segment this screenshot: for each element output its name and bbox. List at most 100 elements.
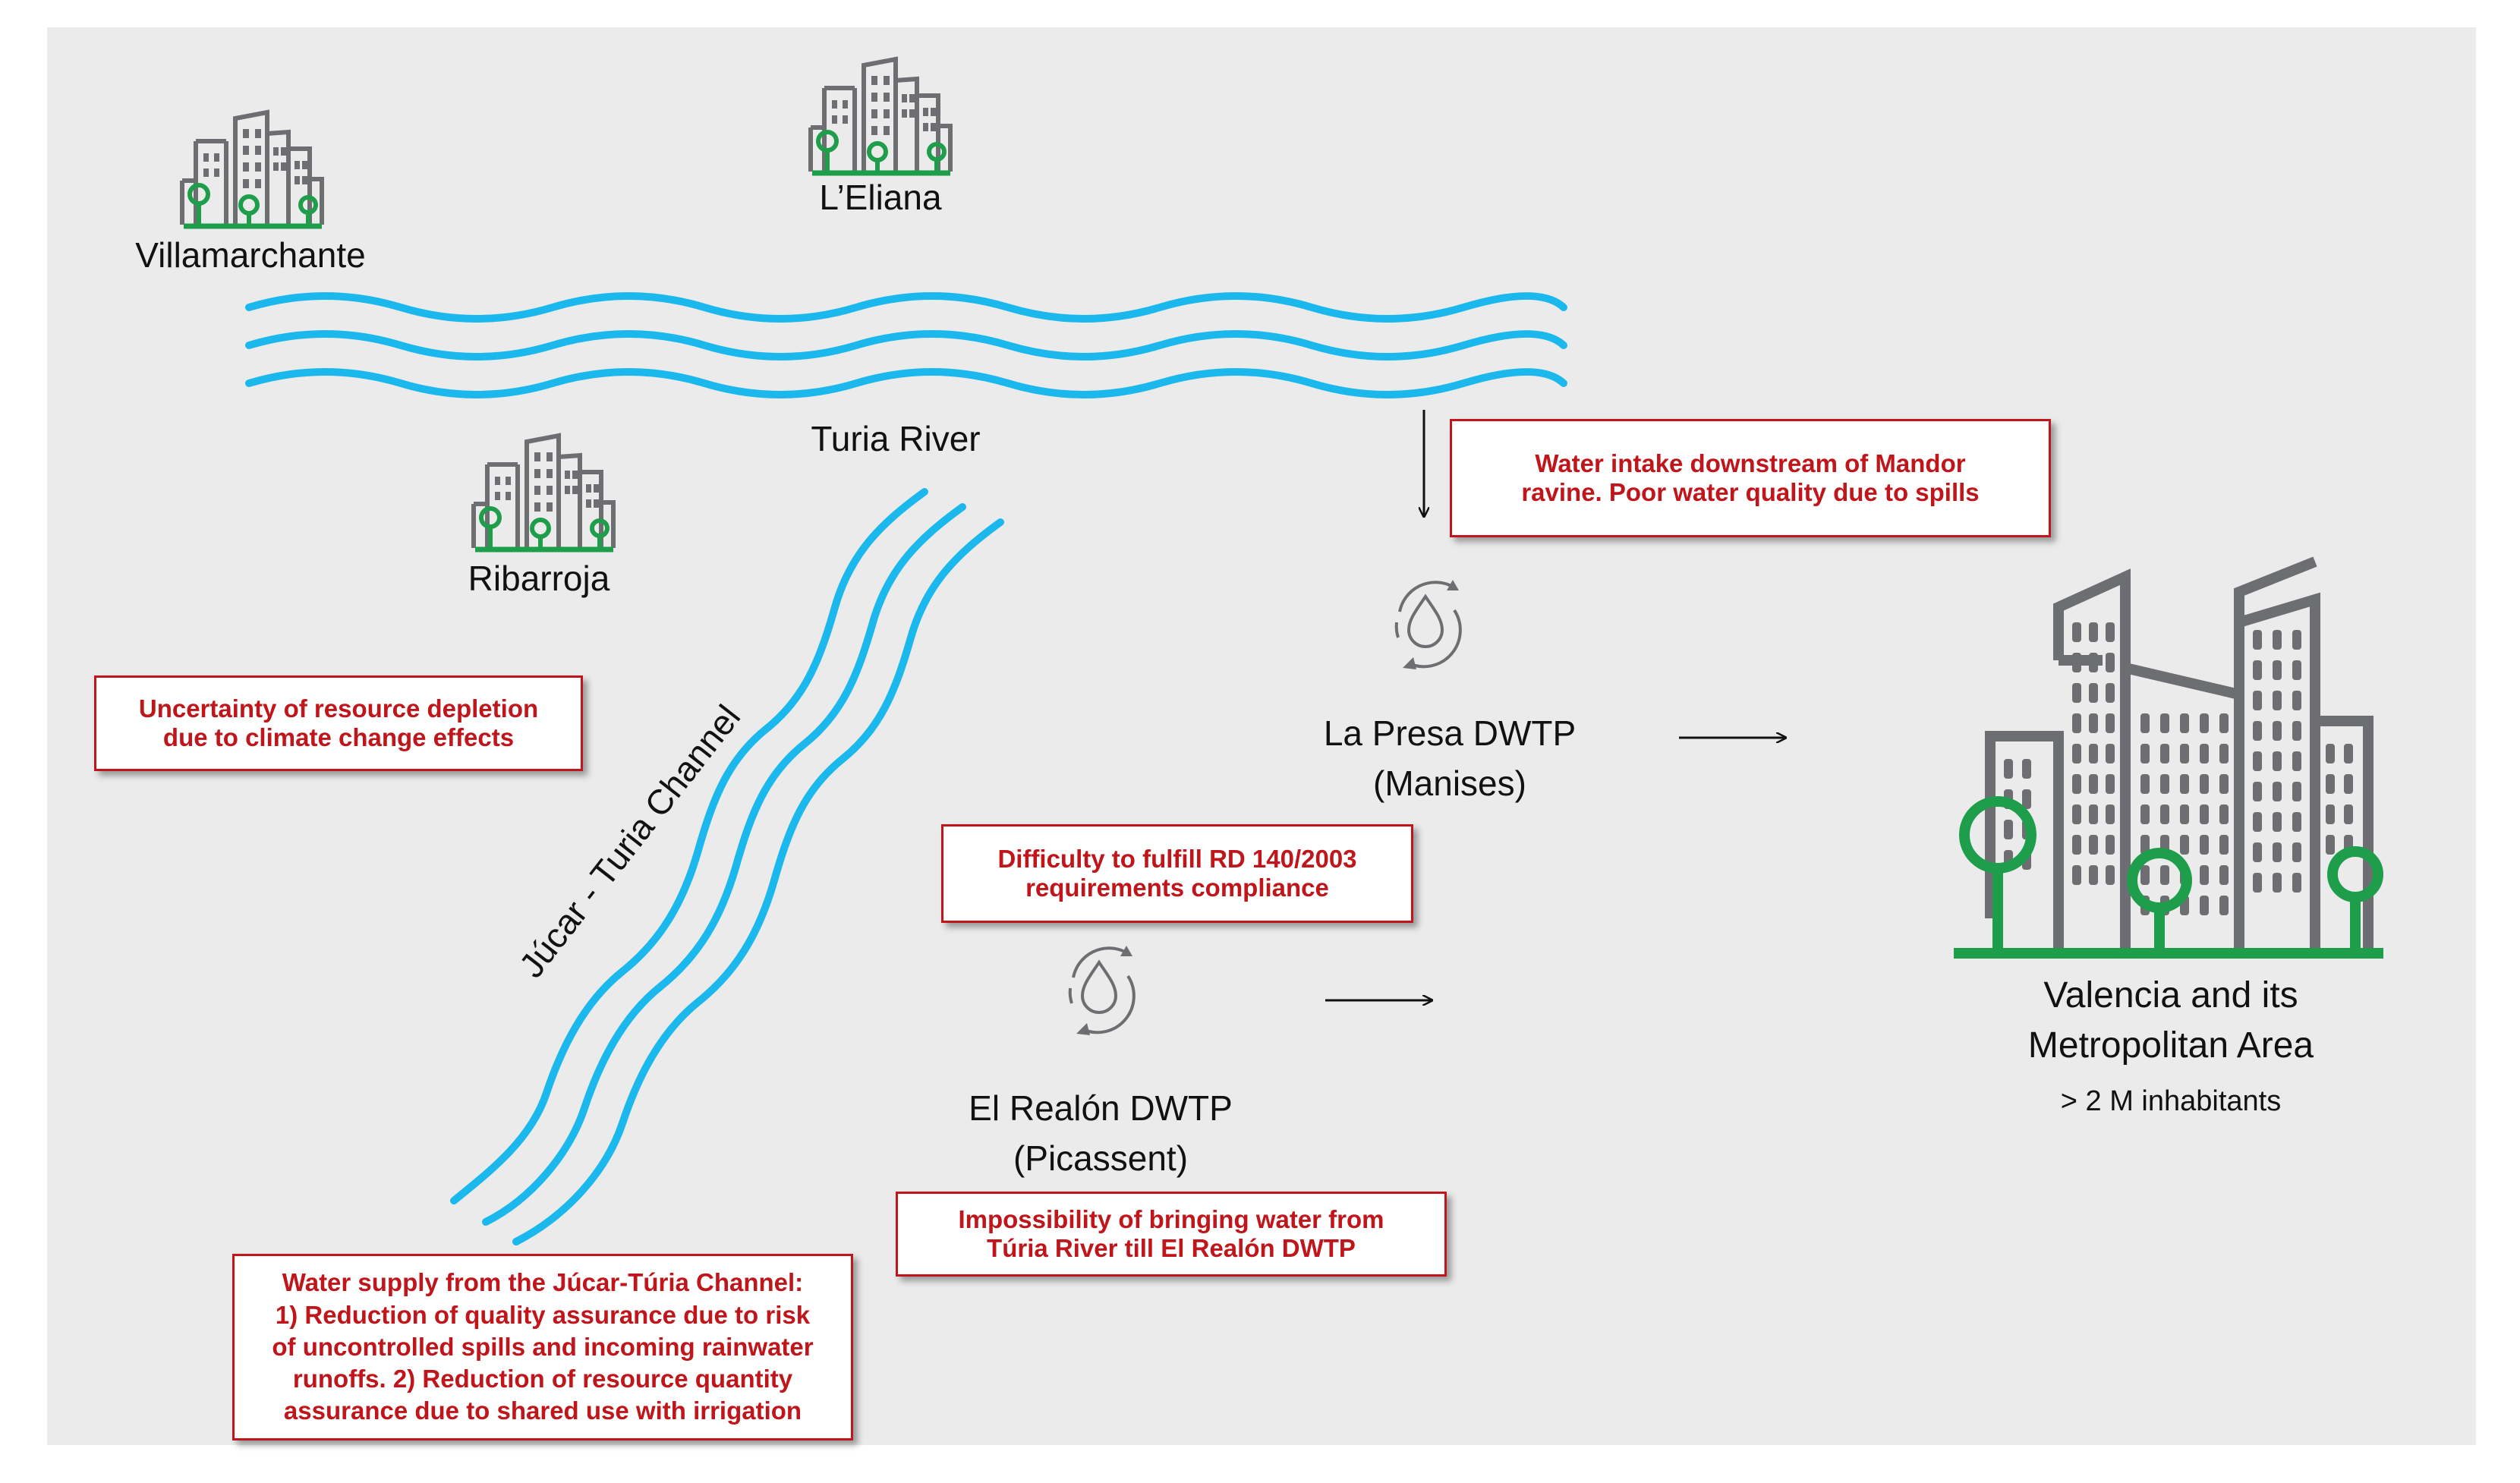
building-window [2273, 660, 2282, 680]
building-window [2022, 789, 2031, 809]
building-window [2273, 630, 2282, 650]
building-window [2140, 835, 2150, 855]
building-window [2200, 835, 2209, 855]
building-window [2253, 842, 2262, 862]
building-window [2273, 782, 2282, 801]
building-window [2106, 865, 2115, 885]
building-window [2160, 774, 2169, 794]
building-window [2106, 804, 2115, 824]
building-window [2140, 865, 2150, 885]
label-valencia-line1: Valencia and its [2043, 975, 2298, 1015]
building-window [2253, 691, 2262, 710]
building-window [2292, 812, 2301, 832]
building-window [2292, 782, 2301, 801]
building-window [2089, 713, 2098, 733]
building-window [2326, 804, 2335, 824]
building-window [2180, 835, 2189, 855]
building-window [2326, 835, 2335, 855]
building-window [2089, 804, 2098, 824]
building-window [2072, 774, 2081, 794]
building-window [2140, 713, 2150, 733]
label-leliana: L’Eliana [819, 178, 942, 217]
issue-box-rd-compliance: Difficulty to fulfill RD 140/2003 requir… [941, 824, 1413, 923]
building-window [2089, 744, 2098, 764]
label-valencia-population: > 2 M inhabitants [2060, 1085, 2282, 1117]
label-la-presa-name: La Presa DWTP [1323, 713, 1577, 753]
building-window [2200, 744, 2209, 764]
building-window [2253, 782, 2262, 801]
building-window [2180, 774, 2189, 794]
building-window [2089, 622, 2098, 642]
building-window [2219, 744, 2229, 764]
building-window [2072, 622, 2081, 642]
issue-text-intake: Water intake downstream of Mandor ravine… [1521, 449, 1980, 506]
water-cycle-icon-la-presa [1394, 578, 1462, 671]
building-window [2089, 683, 2098, 703]
label-la-presa-location: (Manises) [1373, 764, 1526, 803]
label-turia-river: Turia River [811, 419, 981, 458]
building-window [2200, 865, 2209, 885]
building-window [2072, 713, 2081, 733]
building-window [2160, 713, 2169, 733]
building-window [2160, 865, 2169, 885]
building-window [2326, 774, 2335, 794]
building-window [2089, 865, 2098, 885]
building-window [2106, 744, 2115, 764]
building-window [2253, 873, 2262, 893]
issue-text-channel-supply: Water supply from the Júcar-Túria Channe… [272, 1268, 814, 1425]
building-window [2292, 630, 2301, 650]
building-window [2273, 721, 2282, 741]
building-window [2072, 865, 2081, 885]
building-window [2089, 835, 2098, 855]
building-window [2200, 774, 2209, 794]
issue-text-rd-compliance: Difficulty to fulfill RD 140/2003 requir… [997, 845, 1357, 902]
label-valencia-line2: Metropolitan Area [2027, 1025, 2314, 1066]
building-window [2200, 804, 2209, 824]
building-window [2344, 774, 2353, 794]
building-window [2273, 691, 2282, 710]
building-window [2219, 804, 2229, 824]
building-window [2089, 653, 2098, 672]
building-window [2072, 653, 2081, 672]
building-window [2160, 744, 2169, 764]
issue-text-impossibility: Impossibility of bringing water from Túr… [958, 1205, 1384, 1262]
building-window [2253, 630, 2262, 650]
building-window [2253, 751, 2262, 771]
building-window [2273, 842, 2282, 862]
building-window [2072, 744, 2081, 764]
building-window [2292, 660, 2301, 680]
issue-box-channel-supply: Water supply from the Júcar-Túria Channe… [232, 1254, 853, 1440]
building-window [2200, 896, 2209, 915]
building-window [2273, 812, 2282, 832]
building-window [2089, 774, 2098, 794]
building-window [2344, 804, 2353, 824]
building-window [2219, 835, 2229, 855]
building-window [2180, 713, 2189, 733]
building-window [2292, 721, 2301, 741]
building-window [2292, 842, 2301, 862]
issue-box-impossibility: Impossibility of bringing water from Túr… [896, 1192, 1447, 1277]
label-el-realon-location: (Picassent) [1013, 1138, 1189, 1178]
city-icon-valencia [1954, 556, 2383, 959]
building-window [2106, 713, 2115, 733]
building-window [2292, 691, 2301, 710]
building-window [2106, 835, 2115, 855]
building-window [2004, 820, 2013, 839]
building-window [2160, 804, 2169, 824]
building-window [2180, 744, 2189, 764]
label-villamarchante: Villamarchante [135, 235, 366, 275]
building-window [2200, 713, 2209, 733]
building-window [2004, 759, 2013, 779]
building-window [2072, 683, 2081, 703]
water-cycle-icon-el-realon [1068, 944, 1136, 1037]
jucar-turia-channel-waves [450, 488, 1004, 1245]
building-window [2072, 835, 2081, 855]
building-window [2292, 751, 2301, 771]
building-window [2180, 804, 2189, 824]
building-window [2253, 812, 2262, 832]
issue-text-climate: Uncertainty of resource depletion due to… [138, 694, 539, 751]
building-window [2326, 744, 2335, 764]
city-icon-villamarchante [182, 112, 322, 226]
building-window [2292, 873, 2301, 893]
